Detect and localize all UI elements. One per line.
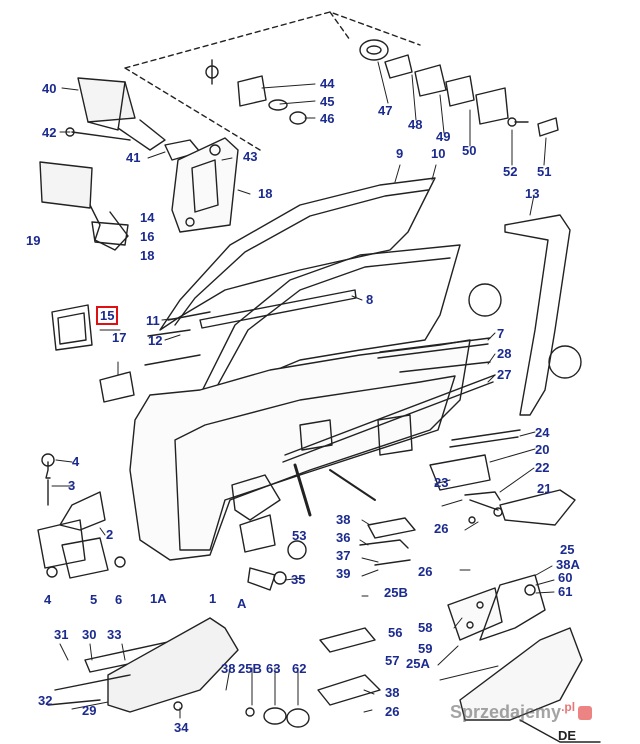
- part-label-1A: 1A: [150, 591, 167, 606]
- part-label-29: 29: [82, 703, 97, 718]
- part-label-44: 44: [320, 76, 335, 91]
- part-label-25B: 25B: [384, 585, 408, 600]
- part-label-26-upper: 26: [434, 521, 449, 536]
- part-label-22: 22: [535, 460, 550, 475]
- part-label-7: 7: [497, 326, 505, 341]
- part-label-45: 45: [320, 94, 335, 109]
- part-label-42: 42: [42, 125, 57, 140]
- part-label-51: 51: [537, 164, 552, 179]
- part-label-A: A: [237, 596, 247, 611]
- part-label-36: 36: [336, 530, 351, 545]
- part-label-2: 2: [106, 527, 114, 542]
- part-label-8: 8: [366, 292, 374, 307]
- part-label-59: 59: [418, 641, 433, 656]
- part-label-12: 12: [148, 333, 163, 348]
- part-label-33: 33: [107, 627, 122, 642]
- part-label-5: 5: [90, 592, 98, 607]
- part-label-13: 13: [525, 186, 540, 201]
- part-label-32: 32: [38, 693, 53, 708]
- part-label-19: 19: [26, 233, 41, 248]
- part-label-17: 17: [112, 330, 127, 345]
- part-label-11: 11: [146, 313, 160, 328]
- part-label-6: 6: [115, 592, 123, 607]
- part-label-24: 24: [535, 425, 550, 440]
- part-label-26-lower: 26: [385, 704, 400, 719]
- part-label-9: 9: [396, 146, 404, 161]
- part-label-63: 63: [266, 661, 281, 676]
- part-label-30: 30: [82, 627, 97, 642]
- part-label-34: 34: [174, 720, 189, 735]
- part-label-1: 1: [209, 591, 217, 606]
- part-label-38-lower-left: 38: [221, 661, 236, 676]
- part-label-39: 39: [336, 566, 351, 581]
- part-label-38A: 38A: [556, 557, 580, 572]
- part-label-28: 28: [497, 346, 512, 361]
- part-label-15: 15: [96, 306, 119, 325]
- part-label-26-middle: 26: [418, 564, 433, 579]
- part-label-40: 40: [42, 81, 57, 96]
- part-label-56: 56: [388, 625, 403, 640]
- part-label-4-upper: 4: [72, 454, 80, 469]
- part-label-38-lower-right: 38: [385, 685, 400, 700]
- watermark-text: Sprzedajemy: [450, 702, 562, 722]
- part-label-52: 52: [503, 164, 518, 179]
- watermark-suffix: .pl: [561, 700, 576, 714]
- part-label-4-lower: 4: [44, 592, 52, 607]
- part-label-50: 50: [462, 143, 477, 158]
- part-label-58: 58: [418, 620, 433, 635]
- part-label-46: 46: [320, 111, 335, 126]
- part-label-35: 35: [291, 572, 306, 587]
- part-label-3: 3: [68, 478, 76, 493]
- watermark-badge-icon: [578, 706, 593, 721]
- mirror-40: [77, 77, 166, 151]
- part-label-16: 16: [140, 229, 155, 244]
- part-label-48: 48: [408, 117, 423, 132]
- part-label-25A: 25A: [406, 656, 430, 671]
- part-label-60: 60: [558, 570, 573, 585]
- part-label-61: 61: [558, 584, 573, 599]
- part-label-38-handle: 38: [336, 512, 351, 527]
- part-label-10: 10: [431, 146, 446, 161]
- part-label-31: 31: [54, 627, 69, 642]
- part-label-47: 47: [378, 103, 393, 118]
- part-label-27: 27: [497, 367, 512, 382]
- part-label-18-lower: 18: [140, 248, 155, 263]
- part-label-25: 25: [560, 542, 575, 557]
- part-label-14: 14: [140, 210, 155, 225]
- part-label-25B-lower: 25B: [238, 661, 262, 676]
- part-label-18-upper: 18: [258, 186, 273, 201]
- part-label-62: 62: [292, 661, 307, 676]
- part-label-49: 49: [436, 129, 451, 144]
- part-label-41: 41: [126, 150, 141, 165]
- part-label-37: 37: [336, 548, 351, 563]
- part-label-53: 53: [292, 528, 307, 543]
- watermark: Sprzedajemy.pl: [450, 700, 593, 723]
- part-label-20: 20: [535, 442, 550, 457]
- part-label-21: 21: [537, 481, 552, 496]
- part-label-43: 43: [243, 149, 258, 164]
- part-label-DE: DE: [558, 728, 577, 743]
- part-label-57: 57: [385, 653, 400, 668]
- part-label-23: 23: [434, 475, 449, 490]
